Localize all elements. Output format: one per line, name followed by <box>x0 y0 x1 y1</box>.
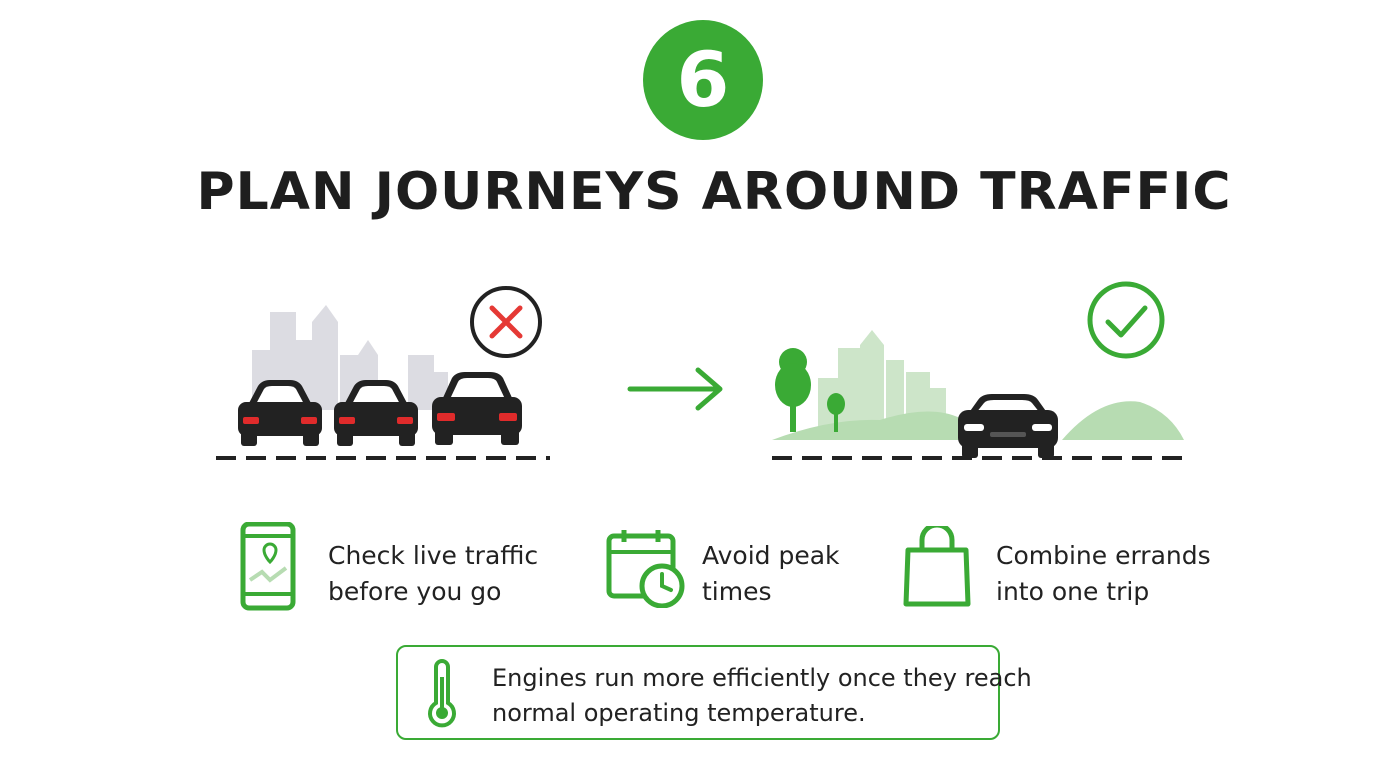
tip-2-line-1: Avoid peak <box>702 541 840 570</box>
shopping-bag-icon <box>902 522 972 613</box>
car-single <box>958 394 1058 458</box>
note-line-2: normal operating temperature. <box>492 699 866 727</box>
arrow-right-icon <box>627 367 723 411</box>
step-number: 6 <box>676 35 730 124</box>
car-1 <box>238 380 322 446</box>
tip-3-line-2: into one trip <box>996 577 1150 606</box>
cross-icon <box>470 286 542 358</box>
engine-temperature-note: Engines run more efficiently once they r… <box>396 645 1032 740</box>
car-2 <box>334 380 418 446</box>
tip-1-line-2: before you go <box>328 577 502 606</box>
note-line-1: Engines run more efficiently once they r… <box>492 664 1032 692</box>
green-hill-right <box>1062 401 1184 440</box>
traffic-illustration <box>216 281 1188 460</box>
thermometer-icon <box>424 659 460 734</box>
green-hill-left <box>772 411 960 440</box>
tip-combine-errands: Combine errands into one trip <box>902 522 1211 613</box>
calendar-clock-icon <box>606 528 686 613</box>
tip-3-line-1: Combine errands <box>996 541 1211 570</box>
tip-1-line-1: Check live traffic <box>328 541 539 570</box>
phone-map-icon <box>240 521 296 617</box>
tip-check-live-traffic: Check live traffic before you go <box>240 521 539 617</box>
tip-2-line-2: times <box>702 577 772 606</box>
tip-avoid-peak-times: Avoid peak times <box>606 528 840 613</box>
step-badge: 6 <box>643 20 763 140</box>
tree-small <box>827 393 845 432</box>
tree-large <box>775 348 811 432</box>
page-title: PLAN JOURNEYS AROUND TRAFFIC <box>196 162 1232 222</box>
check-icon <box>1087 281 1165 359</box>
car-3 <box>432 372 522 445</box>
